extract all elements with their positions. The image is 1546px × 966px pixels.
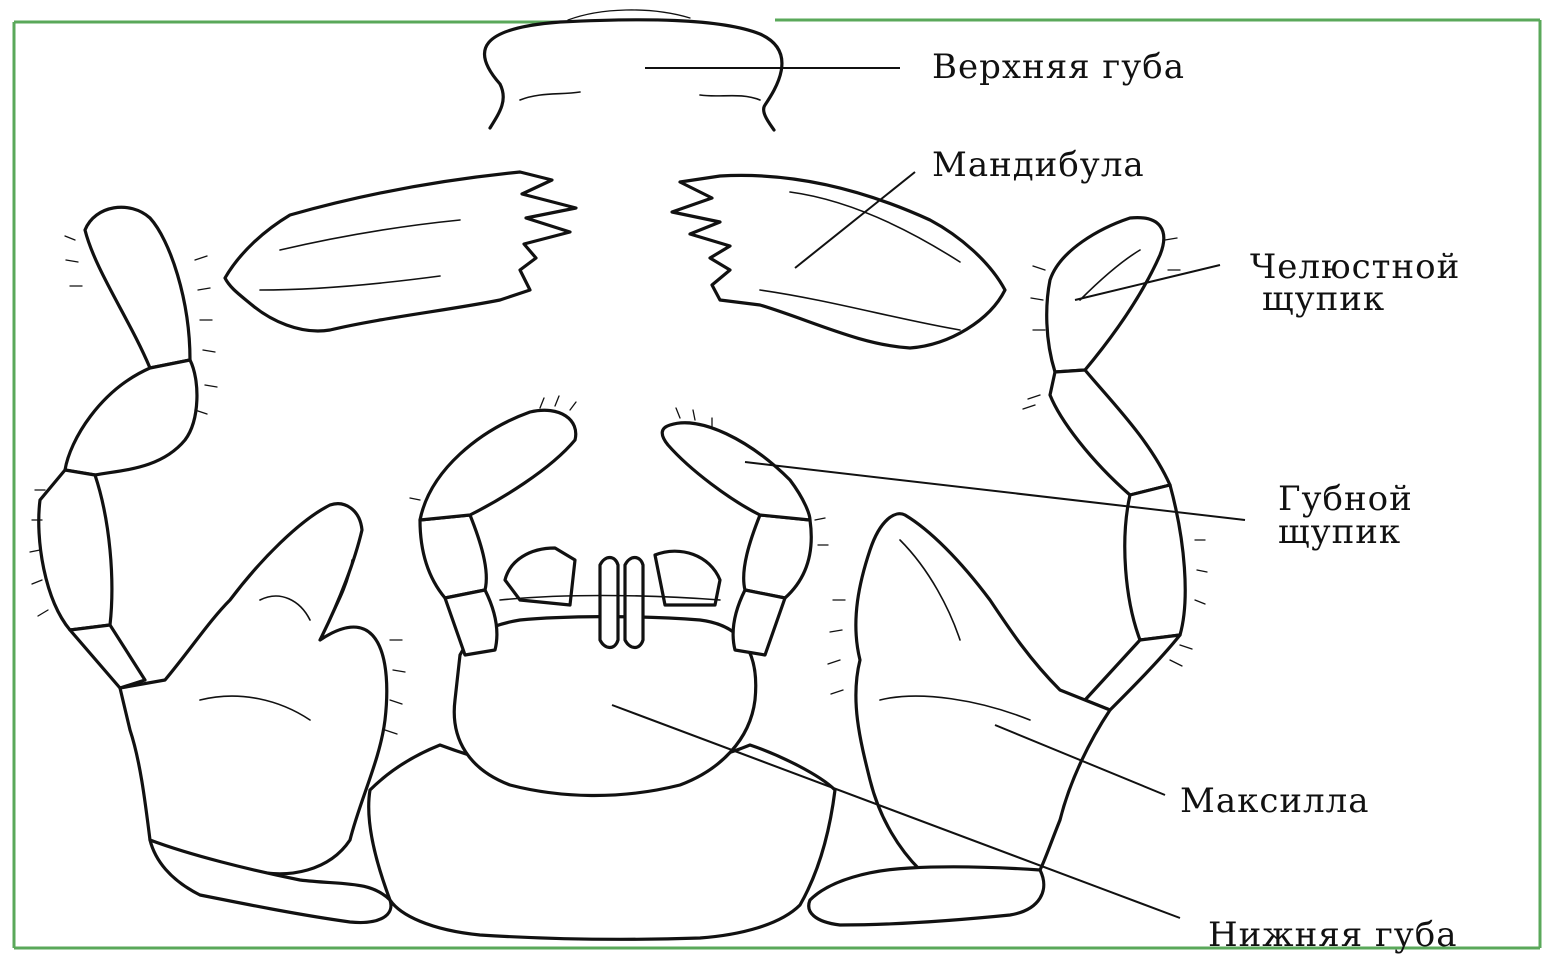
right-mandible-shape — [672, 175, 1005, 348]
left-maxilla-shape — [120, 504, 405, 923]
right-maxilla-shape — [809, 514, 1110, 925]
label-upper-lip: Верхняя губа — [932, 47, 1185, 87]
right-maxillary-palp-shape — [1023, 218, 1207, 710]
label-mandible: Мандибула — [932, 145, 1145, 185]
left-maxillary-palp-shape — [30, 207, 217, 688]
label-labial-palp-line2: щупик — [1278, 512, 1401, 552]
upper-lip-shape — [484, 10, 781, 130]
lower-lip-shape — [369, 396, 835, 939]
left-mandible-shape — [225, 172, 576, 331]
label-maxilla: Максилла — [1180, 781, 1370, 821]
label-maxillary-palp-line2: щупик — [1262, 279, 1385, 319]
label-lower-lip: Нижняя губа — [1208, 915, 1458, 955]
